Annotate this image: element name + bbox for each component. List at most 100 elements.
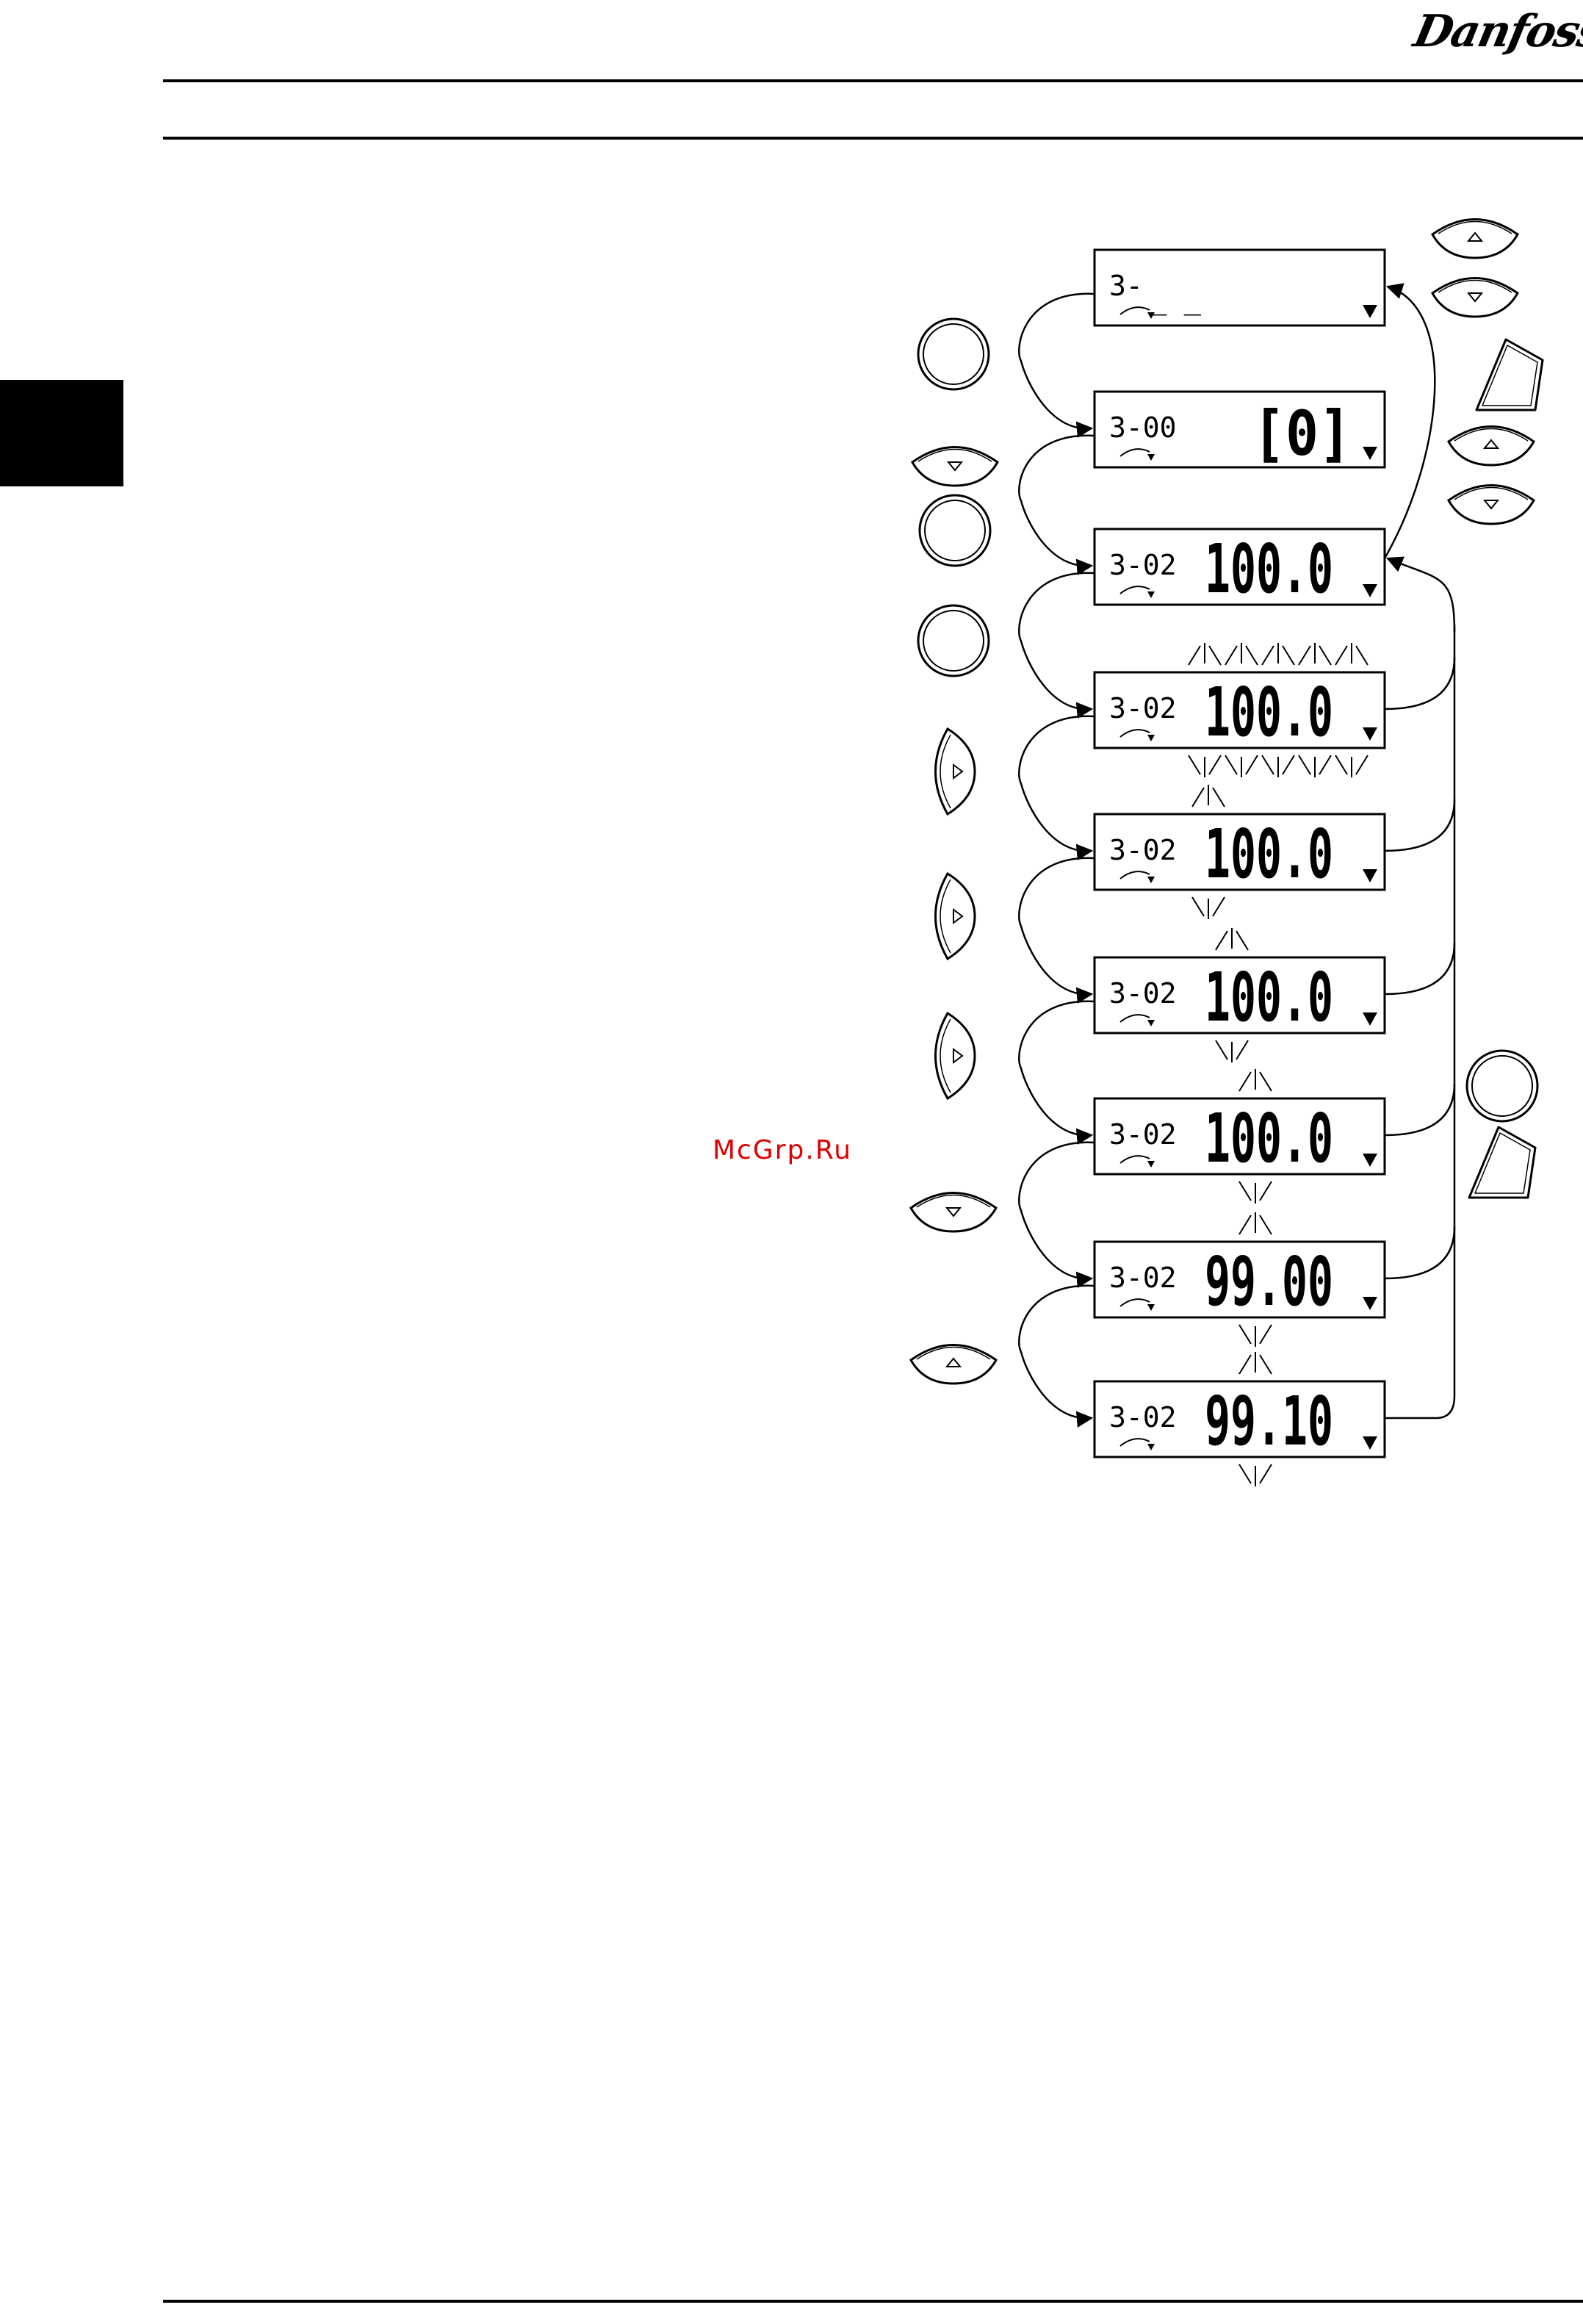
lcp-display: 3-02100.0 [1095, 1069, 1385, 1204]
down-arrow-button-icon [911, 1193, 996, 1232]
ok-button-icon [920, 495, 990, 566]
down-arrow-button-icon [1432, 278, 1518, 317]
flash-ray [1262, 755, 1274, 774]
lcp-display: 3-02 100.0 [1095, 785, 1385, 919]
flash-ray [1356, 755, 1368, 774]
flow-link [1019, 436, 1095, 566]
flow-link [1019, 1143, 1095, 1278]
flow-link [1019, 573, 1095, 709]
up-arrow-button-icon [1432, 220, 1518, 259]
flash-ray [1236, 1040, 1248, 1060]
flow-link [1019, 294, 1095, 429]
flash-ray [1216, 1040, 1227, 1060]
flash-ray [1189, 755, 1200, 774]
flash-ray [1335, 755, 1347, 774]
flow-link [1019, 858, 1095, 994]
flash-ray [1216, 931, 1227, 950]
flash-ray [1209, 755, 1221, 774]
return-branch [1385, 1227, 1454, 1278]
return-branch [1385, 658, 1454, 709]
up-arrow-button-icon [1449, 427, 1534, 466]
flash-ray [1260, 1215, 1272, 1234]
flash-ray [1335, 646, 1347, 665]
key-outline [936, 729, 976, 814]
flow-link [1019, 716, 1095, 852]
parameter-number: 3-02 [1109, 1401, 1177, 1433]
up-arrow-button-icon [911, 1345, 996, 1384]
return-link-top [1385, 287, 1435, 558]
flash-ray [1260, 1464, 1272, 1483]
flash-ray [1319, 646, 1331, 665]
flash-ray [1225, 755, 1237, 774]
flash-ray [1260, 1181, 1272, 1201]
flash-ray [1299, 755, 1310, 774]
flash-ray [1283, 755, 1294, 774]
parameter-number: 3-00 [1109, 411, 1177, 444]
lcp-display: 3-00 [0] [1095, 392, 1385, 470]
parameter-number: 3-02 [1109, 549, 1177, 581]
displays-layer: 3-_ _ 3-00 [0] 3-02 100.0 3-02 100.0 3-02 100.0 3… [1095, 250, 1385, 1486]
parameter-value: _ _ [1150, 282, 1202, 316]
lcp-display: 3-_ _ [1095, 250, 1385, 325]
flash-ray [1299, 646, 1310, 665]
flash-ray [1239, 1215, 1251, 1234]
down-arrow-button-icon [912, 447, 998, 486]
return-branch [1385, 799, 1454, 851]
parameter-value: 100.0 [1205, 530, 1333, 608]
return-link-rail-top [1388, 558, 1454, 632]
key-outline [1476, 339, 1543, 410]
back-button-icon [1476, 339, 1543, 410]
parameter-value: 100.0 [1205, 673, 1333, 752]
parameter-value: 99.10 [1205, 1382, 1333, 1461]
flash-ray [1260, 1072, 1272, 1091]
key-outline [1432, 278, 1518, 317]
key-outline [912, 447, 998, 486]
parameter-number: 3-02 [1109, 977, 1177, 1010]
lcp-display: 3-02 100.0 [1095, 529, 1385, 608]
flash-ray [1213, 897, 1225, 916]
return-branch [1385, 1084, 1454, 1135]
parameter-number: 3-02 [1109, 1262, 1177, 1294]
parameter-number: 3-02 [1109, 834, 1177, 866]
flow-link [1019, 1286, 1095, 1419]
flash-ray [1246, 646, 1258, 665]
flash-ray [1246, 755, 1258, 774]
flash-ray [1209, 646, 1221, 665]
flash-ray [1262, 646, 1274, 665]
parameter-value: 100.0 [1205, 815, 1333, 893]
return-rail [1385, 625, 1454, 1418]
flash-ray [1239, 1464, 1251, 1483]
flash-ray [1319, 755, 1331, 774]
flash-ray [1225, 646, 1237, 665]
flash-ray [1192, 897, 1204, 916]
flash-ray [1283, 646, 1294, 665]
return-branch [1385, 943, 1454, 994]
lcp-display: 3-02100.0 [1095, 928, 1385, 1062]
key-outline [1469, 1127, 1535, 1198]
key-outline [911, 1345, 996, 1384]
flash-ray [1236, 931, 1248, 950]
chapter-tab [0, 380, 123, 486]
key-outline [1449, 486, 1534, 525]
right-arrow-button-icon [936, 729, 976, 814]
key-outline [1449, 427, 1534, 466]
key-outline [911, 1193, 996, 1232]
flash-ray [1356, 646, 1368, 665]
parameter-number: 3- [1109, 270, 1143, 302]
flash-ray [1260, 1325, 1272, 1344]
down-arrow-button-icon [1449, 486, 1534, 525]
flash-ray [1239, 1355, 1251, 1374]
key-outline [1432, 220, 1518, 259]
ok-button-icon [918, 319, 989, 389]
flash-ray [1239, 1072, 1251, 1091]
parameter-value: [0] [1252, 397, 1352, 470]
right-arrow-button-icon [936, 874, 976, 959]
key-outline [918, 319, 989, 389]
key-outline [920, 495, 990, 566]
lcp-display: 3-02 99.10 [1095, 1352, 1385, 1486]
flash-ray [1260, 1355, 1272, 1374]
flash-ray [1192, 788, 1204, 807]
